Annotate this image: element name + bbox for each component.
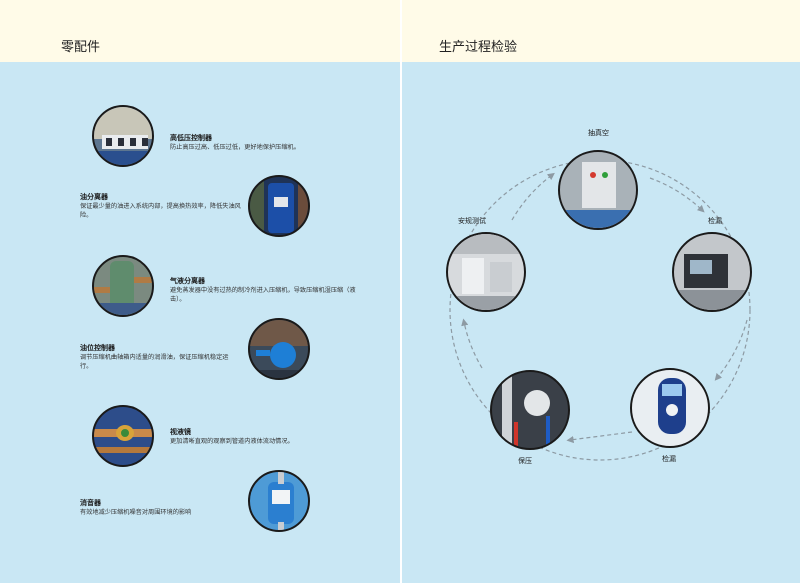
item-desc-sight-glass: 更加清晰直观的观察到管道内液体流动情况。 [170, 438, 294, 445]
step-photo-leak-test-2 [630, 368, 710, 448]
item-title-oil-separator: 油分离器 [80, 193, 108, 201]
step-label-safety-test: 安规测试 [458, 217, 486, 225]
step-label-pressure-hold: 保压 [518, 457, 532, 465]
item-title-sight-glass: 视液镜 [170, 428, 191, 436]
step-photo-pressure-hold [490, 370, 570, 450]
right-header: 生产过程检验 [402, 0, 800, 62]
oil-level-controller-photo [248, 318, 310, 380]
gas-liquid-separator-photo [92, 255, 154, 317]
left-page: 零配件 高低压控制器 防止高压过高、低压过低，更好地保护压缩机。 油分离器 保证… [0, 0, 400, 583]
oil-separator-photo [248, 175, 310, 237]
pressure-controller-photo [92, 105, 154, 167]
item-title-muffler: 消音器 [80, 499, 101, 507]
step-label-vacuum: 抽真空 [588, 129, 609, 137]
item-desc-oil-level-controller: 调节压缩机曲轴箱内适量的润滑油，保证压缩机稳定运行。 [80, 354, 229, 370]
item-title-pressure-controller: 高低压控制器 [170, 134, 212, 142]
item-title-oil-level-controller: 油位控制器 [80, 344, 115, 352]
item-desc-gas-liquid-separator: 避免蒸发器中没有过热的制冷剂进入压缩机，导致压缩机湿压缩（液击）。 [170, 287, 356, 303]
components-panel [0, 62, 400, 583]
step-label-leak-test-1: 检漏 [708, 217, 722, 225]
right-page: 生产过程检验 抽真空 检漏 检漏 [400, 0, 800, 583]
muffler-photo [248, 470, 310, 532]
left-header-title: 零配件 [61, 40, 101, 55]
item-desc-muffler: 有效地减少压缩机噪音对周围环境的影响 [80, 509, 192, 516]
step-photo-leak-test-1 [672, 232, 752, 312]
process-cycle-arrows [449, 159, 751, 461]
step-label-leak-test-2: 检漏 [662, 455, 676, 463]
step-photo-vacuum [558, 150, 638, 230]
item-desc-oil-separator: 保证最少量的油进入系统内部，提高换热效率，降低失油风险。 [80, 203, 241, 219]
left-header: 零配件 [0, 0, 400, 62]
inspection-panel [402, 62, 800, 583]
item-desc-pressure-controller: 防止高压过高、低压过低，更好地保护压缩机。 [170, 144, 300, 151]
step-photo-safety-test [446, 232, 526, 312]
sight-glass-photo [92, 405, 154, 467]
item-title-gas-liquid-separator: 气液分离器 [170, 277, 205, 285]
right-header-title: 生产过程检验 [439, 40, 518, 55]
